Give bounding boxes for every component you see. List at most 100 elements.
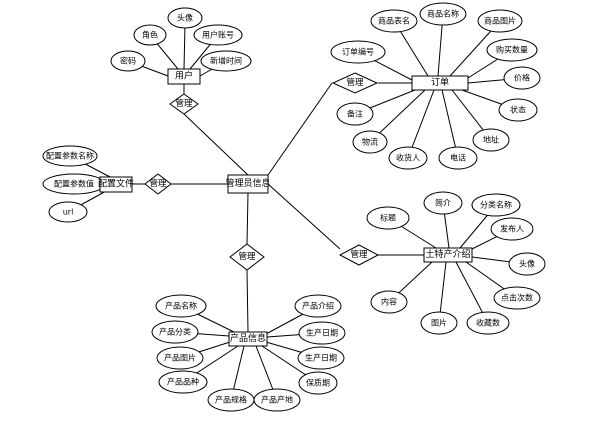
relationship-product_rel: 管理 xyxy=(229,243,265,271)
attribute-product-1: 产品分类 xyxy=(151,320,199,344)
entity-label: 配置文件 xyxy=(98,178,134,190)
attribute-ellipse xyxy=(294,294,342,318)
attribute-label: 状态 xyxy=(510,105,526,115)
attribute-label: 标题 xyxy=(380,213,396,223)
attribute-farmer-4: 头像 xyxy=(508,252,546,276)
attribute-label: 保质期 xyxy=(306,378,330,388)
relationship-user_rel: 管理 xyxy=(169,93,199,115)
attribute-label: 订单编号 xyxy=(342,47,374,57)
attribute-ellipse xyxy=(155,294,207,318)
attribute-label: 配置参数值 xyxy=(54,179,94,189)
attribute-ellipse xyxy=(110,50,146,72)
entity-box xyxy=(167,68,201,85)
attribute-farmer-5: 点击次数 xyxy=(493,286,541,310)
attribute-label: 商品名称 xyxy=(427,9,459,19)
attribute-ellipse xyxy=(419,2,467,26)
entity-config_file: 配置文件 xyxy=(98,176,134,193)
attribute-ellipse xyxy=(370,9,418,33)
attribute-label: url xyxy=(63,208,74,217)
attribute-ellipse xyxy=(438,146,478,170)
relationship-diamond xyxy=(144,173,172,195)
relationship-diamond xyxy=(229,243,265,271)
attribute-order-4: 购买数量 xyxy=(486,38,538,62)
attribute-product-5: 产品产地 xyxy=(253,388,301,412)
attribute-order-2: 商品图片 xyxy=(477,9,523,33)
attribute-farmer-8: 内容 xyxy=(370,290,408,314)
attribute-user-3: 密码 xyxy=(110,50,146,72)
attribute-label: 收货人 xyxy=(396,153,420,163)
attribute-label: 内容 xyxy=(381,297,397,307)
attribute-ellipse xyxy=(297,346,345,370)
attribute-order-8: 物流 xyxy=(352,130,388,154)
entity-label: 订单 xyxy=(431,76,449,88)
attribute-ellipse xyxy=(366,206,410,230)
attribute-product-8: 生产日期 xyxy=(297,346,345,370)
attribute-farmer-6: 收藏数 xyxy=(466,311,510,335)
entity-farmer_intro: 土特产介绍 xyxy=(423,247,473,263)
attribute-order-0: 商品名称 xyxy=(419,2,467,26)
attribute-label: 地址 xyxy=(483,135,499,145)
attribute-ellipse xyxy=(493,286,541,310)
entity-order: 订单 xyxy=(411,75,469,91)
attribute-label: 配置参数名称 xyxy=(46,151,94,161)
attribute-ellipse xyxy=(420,311,458,335)
attribute-label: 简介 xyxy=(435,198,451,208)
attribute-order-5: 价格 xyxy=(503,66,541,90)
relationship-label: 管理 xyxy=(346,77,364,88)
attribute-ellipse xyxy=(423,191,463,215)
attribute-order-6: 状态 xyxy=(498,98,538,122)
relationship-config_rel: 管理 xyxy=(144,173,172,195)
attribute-ellipse xyxy=(133,24,167,46)
relationship-label: 管理 xyxy=(238,251,256,262)
attribute-ellipse xyxy=(486,38,538,62)
entity-user: 用户 xyxy=(167,68,201,85)
entity-admin_info: 管理员信息 xyxy=(225,174,271,194)
attribute-product-9: 保质期 xyxy=(298,371,338,395)
attribute-label: 产品规格 xyxy=(215,395,247,405)
attribute-label: 电话 xyxy=(450,153,466,163)
attribute-ellipse xyxy=(477,9,523,33)
relationship-order_rel: 管理 xyxy=(331,72,379,94)
attribute-label: 价格 xyxy=(514,73,530,83)
attribute-ellipse xyxy=(466,311,510,335)
attribute-order-1: 商品表名 xyxy=(370,9,418,33)
attribute-config-2: url xyxy=(48,201,88,223)
attribute-label: 头像 xyxy=(519,259,535,269)
attribute-label: 产品品种 xyxy=(167,377,199,387)
attribute-ellipse xyxy=(158,370,208,394)
attribute-label: 商品表名 xyxy=(378,16,410,26)
attribute-label: 头像 xyxy=(177,13,193,23)
attribute-ellipse xyxy=(498,98,538,122)
attribute-label: 购买数量 xyxy=(496,45,528,55)
attribute-ellipse xyxy=(298,371,338,395)
attribute-ellipse xyxy=(151,320,199,344)
attribute-ellipse xyxy=(167,7,203,29)
attribute-ellipse xyxy=(370,290,408,314)
attribute-label: 产品分类 xyxy=(159,327,191,337)
attribute-group: 头像用户账号角色密码新增时间商品名称商品表名商品图片订单编号购买数量价格状态备注… xyxy=(42,2,546,412)
attribute-ellipse xyxy=(352,130,388,154)
attribute-ellipse xyxy=(336,102,374,126)
attribute-order-11: 地址 xyxy=(472,128,510,152)
attribute-order-7: 备注 xyxy=(336,102,374,126)
attribute-farmer-1: 简介 xyxy=(423,191,463,215)
attribute-label: 用户账号 xyxy=(202,30,234,40)
attribute-product-3: 产品品种 xyxy=(158,370,208,394)
attribute-product-4: 产品规格 xyxy=(207,388,255,412)
entity-box xyxy=(227,174,269,194)
attribute-label: 产品图片 xyxy=(164,353,196,363)
entity-label: 用户 xyxy=(175,70,193,82)
attribute-ellipse xyxy=(471,193,521,217)
attribute-ellipse xyxy=(200,50,252,72)
attribute-farmer-2: 分类名称 xyxy=(471,193,521,217)
attribute-user-1: 用户账号 xyxy=(193,24,243,46)
attribute-ellipse xyxy=(490,217,534,241)
attribute-label: 密码 xyxy=(120,56,136,66)
entity-label: 土特产介绍 xyxy=(425,248,470,260)
attribute-ellipse xyxy=(503,66,541,90)
entity-box xyxy=(99,176,133,193)
attribute-ellipse xyxy=(193,24,243,46)
relationship-diamond xyxy=(331,72,379,94)
